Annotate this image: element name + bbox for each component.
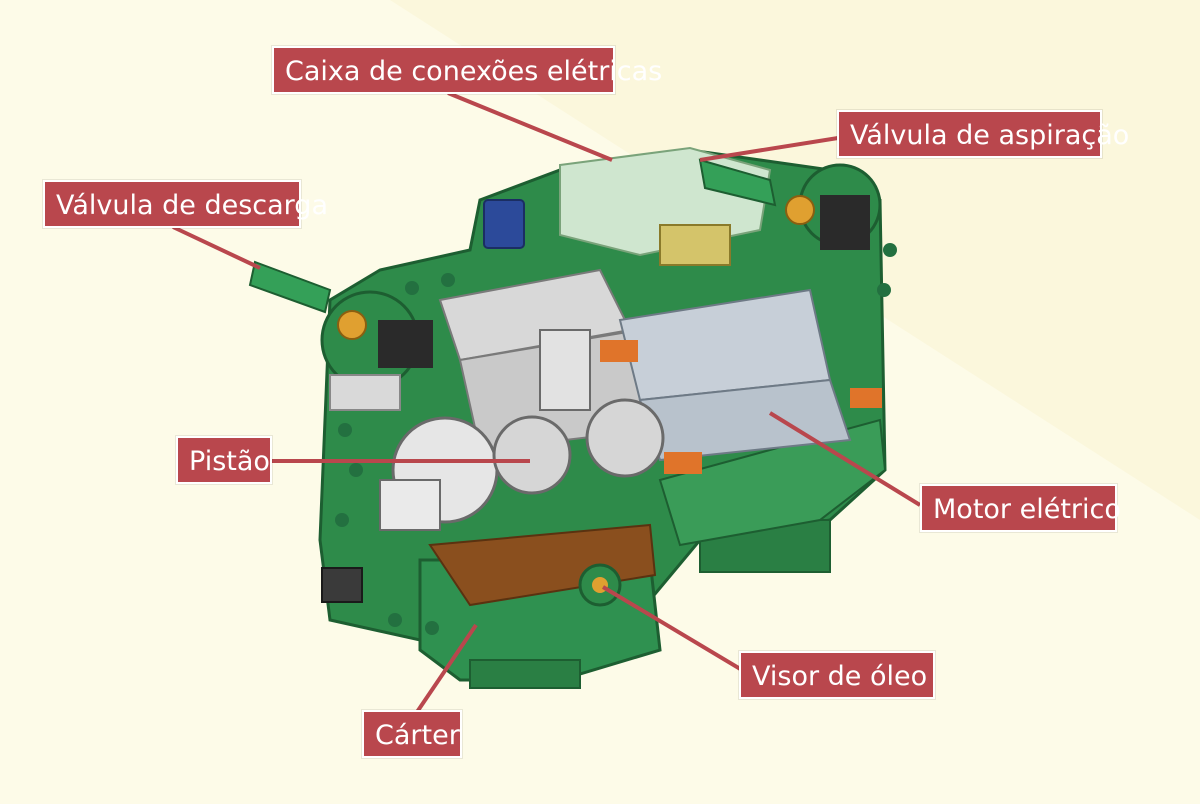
oil-sump — [428, 523, 657, 607]
leader-motor — [768, 411, 922, 507]
casing-bolts — [335, 243, 897, 635]
leader-aspiracao — [699, 136, 839, 162]
label-carter: Cárter — [362, 710, 462, 758]
terminal-connector — [321, 567, 363, 603]
label-valvula-aspiracao: Válvula de aspiração — [837, 110, 1129, 158]
leader-descarga — [172, 225, 261, 270]
label-motor-eletrico: Motor elétrico — [920, 484, 1121, 532]
discharge-valve — [248, 260, 433, 411]
label-caixa-conexoes-eletricas: Caixa de conexões elétricas — [272, 46, 662, 94]
electric-motor-stator — [600, 288, 882, 474]
solenoid-coil — [483, 199, 525, 249]
label-visor-oleo: Visor de óleo — [739, 651, 935, 699]
suction-valve — [698, 158, 882, 250]
label-valvula-descarga: Válvula de descarga — [43, 180, 328, 228]
leader-caixa — [447, 91, 613, 162]
label-pistao: Pistão — [176, 436, 272, 484]
oil-sight-glass — [578, 563, 622, 607]
leader-visor — [601, 585, 744, 672]
leader-carter — [415, 623, 478, 714]
crankshaft-and-pistons — [379, 329, 665, 531]
